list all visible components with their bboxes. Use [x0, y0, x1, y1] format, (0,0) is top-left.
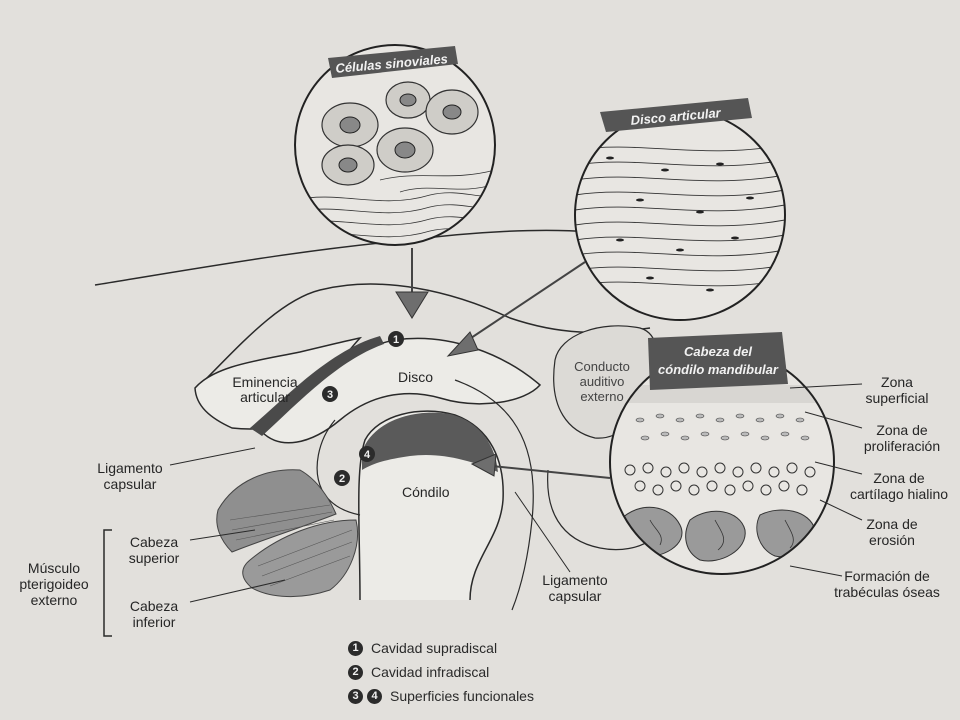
functional-surface-3	[250, 336, 384, 436]
muscle-bracket	[103, 529, 112, 637]
label-conducto: Conducto auditivo externo	[574, 359, 630, 404]
legend-number: 2	[348, 664, 363, 680]
arrow-disc-head	[446, 331, 479, 357]
inset-disc	[575, 110, 785, 320]
arrow-condyle-head	[470, 453, 497, 477]
lower-bone-outline	[547, 469, 651, 551]
label-disco: Disco	[398, 369, 434, 385]
legend-text: Superficies funcionales	[390, 688, 534, 704]
condyle-cap	[362, 412, 498, 472]
arrow-condyle-shaft	[491, 465, 611, 479]
marker-4: 4	[359, 446, 375, 462]
fossa-outline	[204, 283, 651, 381]
marker-2: 2	[334, 470, 350, 486]
legend-text: Cavidad supradiscal	[371, 640, 498, 656]
inset-synovial	[295, 45, 495, 245]
svg-text:3: 3	[327, 389, 333, 401]
svg-text:1: 1	[393, 334, 399, 346]
label-condilo: Cóndilo	[402, 484, 450, 500]
inset-synovial-frame	[294, 44, 496, 246]
disc-title-banner	[600, 98, 752, 132]
marker-3: 3	[322, 386, 338, 402]
legend-text: Cavidad infradiscal	[371, 664, 490, 680]
condyle-title-2: cóndilo mandibular	[658, 362, 779, 377]
marker-1: 1	[388, 331, 404, 347]
svg-text:4: 4	[364, 449, 371, 461]
svg-text:2: 2	[339, 473, 345, 485]
legend-number: 4	[367, 688, 382, 704]
synovial-title-banner	[328, 46, 458, 78]
muscle-fibers	[229, 504, 353, 587]
arrow-disc-shaft	[464, 261, 586, 343]
label-eminencia: Eminencia articular	[232, 374, 298, 405]
condyle-title-1: Cabeza del	[684, 344, 752, 359]
temporal-bone-outline	[94, 229, 591, 286]
leader-lines	[169, 383, 863, 603]
legend-item-1: 1 Cavidad supradiscal	[348, 640, 497, 656]
legend-number: 3	[348, 688, 363, 704]
capsule-right	[454, 379, 534, 611]
legend-number: 1	[348, 640, 363, 656]
legend-item-3: 3 4 Superficies funcionales	[348, 688, 534, 704]
condyle-title-banner	[648, 332, 788, 390]
legend-item-2: 2 Cavidad infradiscal	[348, 664, 489, 680]
arrow-synovial-head	[395, 291, 429, 319]
